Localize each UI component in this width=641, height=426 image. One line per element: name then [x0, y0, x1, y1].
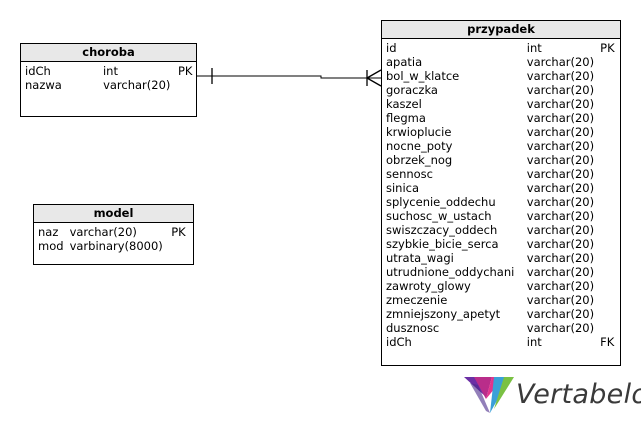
column-list: naz varchar(20) PK mod varbinary(8000) — [34, 223, 193, 253]
column-type: varchar(20) — [526, 181, 595, 195]
table-row[interactable]: zmniejszony_apetyt varchar(20) — [386, 307, 616, 321]
column-type: varchar(20) — [526, 55, 595, 69]
crowfoot-lower — [366, 77, 382, 87]
column-name: nazwa — [25, 78, 62, 92]
table-row[interactable]: kaszel varchar(20) — [386, 97, 616, 111]
column-key: FK — [600, 335, 615, 349]
column-type: int — [526, 335, 542, 349]
column-name: splycenie_oddechu — [386, 195, 496, 209]
table-row[interactable]: bol_w_klatce varchar(20) — [386, 69, 616, 83]
column-type: varchar(20) — [526, 307, 595, 321]
column-type: varchar(20) — [526, 279, 595, 293]
column-name: mod — [38, 239, 64, 253]
column-type: varchar(20) — [526, 69, 595, 83]
column-name: suchosc_w_ustach — [386, 209, 492, 223]
column-name: id — [386, 41, 397, 55]
column-type: varchar(20) — [526, 293, 595, 307]
table-title: model — [34, 205, 193, 223]
logo-shape-dark — [470, 383, 490, 413]
table-row[interactable]: nazwa varchar(20) — [25, 78, 192, 92]
table-row[interactable]: szybkie_bicie_serca varchar(20) — [386, 237, 616, 251]
column-type: varchar(20) — [526, 237, 595, 251]
column-name: zmeczenie — [386, 293, 448, 307]
table-row[interactable]: idCh int FK — [386, 335, 616, 349]
column-name: krwioplucie — [386, 125, 452, 139]
column-name: obrzek_nog — [386, 153, 453, 167]
table-title: przypadek — [382, 21, 620, 39]
table-row[interactable]: id int PK — [386, 41, 616, 55]
column-name: goraczka — [386, 83, 438, 97]
table-model[interactable]: model naz varchar(20) PK mod varbinary(8000) — [33, 204, 194, 265]
column-key: PK — [171, 225, 186, 239]
column-key: PK — [600, 41, 615, 55]
column-name: zawroty_glowy — [386, 279, 471, 293]
column-type: varchar(20) — [526, 139, 595, 153]
table-choroba[interactable]: choroba idCh int PK nazwa varchar(20) — [20, 43, 197, 117]
column-type: varchar(20) — [69, 225, 137, 239]
table-row[interactable]: sinica varchar(20) — [386, 181, 616, 195]
column-name: naz — [38, 225, 59, 239]
column-name: swiszczacy_oddech — [386, 223, 498, 237]
table-row[interactable]: sennosc varchar(20) — [386, 167, 616, 181]
column-list: idCh int PK nazwa varchar(20) — [21, 62, 196, 92]
table-row[interactable]: zawroty_glowy varchar(20) — [386, 279, 616, 293]
column-name: idCh — [25, 64, 51, 78]
table-row[interactable]: mod varbinary(8000) — [38, 239, 189, 253]
table-row[interactable]: flegma varchar(20) — [386, 111, 616, 125]
column-type: varchar(20) — [526, 167, 595, 181]
relationship-line — [197, 75, 381, 79]
column-type: varbinary(8000) — [69, 239, 163, 253]
column-type: varchar(20) — [526, 153, 595, 167]
table-title: choroba — [21, 44, 196, 62]
column-name: utrudnione_oddychani — [386, 265, 515, 279]
table-row[interactable]: swiszczacy_oddech varchar(20) — [386, 223, 616, 237]
column-type: varchar(20) — [526, 111, 595, 125]
table-row[interactable]: idCh int PK — [25, 64, 192, 78]
crowfoot-upper — [366, 69, 382, 79]
column-type: varchar(20) — [526, 251, 595, 265]
table-row[interactable]: suchosc_w_ustach varchar(20) — [386, 209, 616, 223]
table-row[interactable]: apatia varchar(20) — [386, 55, 616, 69]
column-type: int — [102, 64, 118, 78]
column-type: varchar(20) — [526, 223, 595, 237]
table-row[interactable]: nocne_poty varchar(20) — [386, 139, 616, 153]
column-type: varchar(20) — [526, 209, 595, 223]
table-row[interactable]: splycenie_oddechu varchar(20) — [386, 195, 616, 209]
vertabelo-logo-text: Vertabelo — [516, 379, 641, 410]
column-name: sinica — [386, 181, 420, 195]
table-row[interactable]: utrudnione_oddychani varchar(20) — [386, 265, 616, 279]
column-type: varchar(20) — [526, 97, 595, 111]
column-type: varchar(20) — [526, 265, 595, 279]
logo-shape-green — [494, 377, 514, 409]
column-name: nocne_poty — [386, 139, 453, 153]
column-type: varchar(20) — [526, 83, 595, 97]
table-row[interactable]: zmeczenie varchar(20) — [386, 293, 616, 307]
column-name: flegma — [386, 111, 426, 125]
column-name: apatia — [386, 55, 423, 69]
column-name: idCh — [386, 335, 412, 349]
column-name: bol_w_klatce — [386, 69, 460, 83]
column-key: PK — [178, 64, 193, 78]
table-row[interactable]: krwioplucie varchar(20) — [386, 125, 616, 139]
table-row[interactable]: naz varchar(20) PK — [38, 225, 189, 239]
column-name: zmniejszony_apetyt — [386, 307, 501, 321]
vertabelo-logo-icon — [464, 377, 514, 413]
column-type: varchar(20) — [526, 125, 595, 139]
column-type: varchar(20) — [103, 78, 171, 92]
column-name: kaszel — [386, 97, 422, 111]
column-name: szybkie_bicie_serca — [386, 237, 499, 251]
table-row[interactable]: dusznosc varchar(20) — [386, 321, 616, 335]
column-name: sennosc — [386, 167, 433, 181]
column-name: dusznosc — [386, 321, 440, 335]
table-row[interactable]: goraczka varchar(20) — [386, 83, 616, 97]
column-name: utrata_wagi — [386, 251, 454, 265]
table-row[interactable]: utrata_wagi varchar(20) — [386, 251, 616, 265]
column-type: varchar(20) — [526, 321, 595, 335]
table-row[interactable]: obrzek_nog varchar(20) — [386, 153, 616, 167]
column-type: varchar(20) — [526, 195, 595, 209]
column-type: int — [526, 41, 542, 55]
